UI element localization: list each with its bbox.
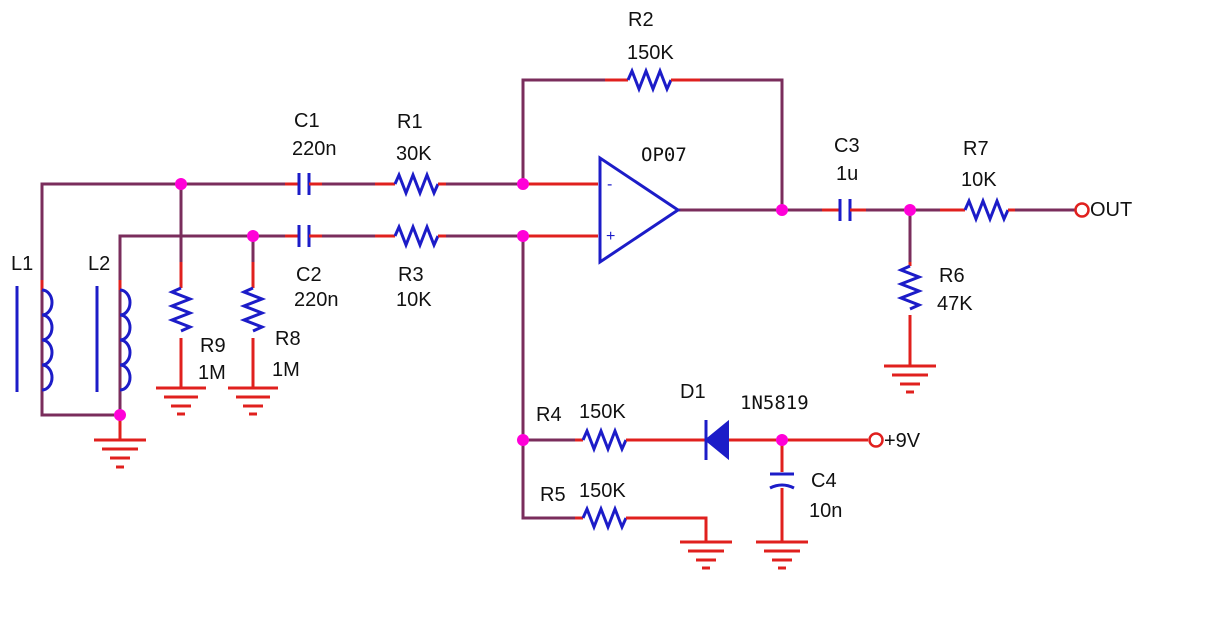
junctions	[114, 178, 916, 446]
supply-label: +9V	[884, 430, 921, 452]
ground-r9	[156, 386, 206, 416]
r9-value: 1M	[198, 362, 226, 384]
r6-ref: R6	[939, 265, 965, 287]
supply-terminal	[868, 432, 884, 448]
r9-ref: R9	[200, 335, 226, 357]
c1-value: 220n	[292, 138, 337, 160]
ground-r6	[884, 364, 936, 394]
r1-ref: R1	[397, 111, 423, 133]
r5-ref: R5	[540, 484, 566, 506]
c4-value: 10n	[809, 500, 842, 522]
c1-ref: C1	[294, 110, 320, 132]
r3-value: 10K	[396, 289, 432, 311]
r8-ref: R8	[275, 328, 301, 350]
junction-dot	[517, 230, 529, 242]
junction-dot	[247, 230, 259, 242]
opamp-plus-label: +	[606, 228, 615, 245]
junction-dot	[776, 434, 788, 446]
capacitor-c1	[285, 173, 322, 195]
junction-dot	[175, 178, 187, 190]
opamp-part-label: OP07	[641, 144, 687, 166]
d1-value: 1N5819	[740, 392, 809, 414]
r2-value: 150K	[627, 42, 674, 64]
diode-d1	[700, 419, 729, 461]
l1-ref: L1	[11, 253, 33, 275]
capacitor-c4	[769, 472, 795, 490]
component-labels: R2 150K C1 220n R1 30K OP07 C3 1u R7 10K…	[11, 9, 997, 522]
junction-dot	[776, 204, 788, 216]
r8-value: 1M	[272, 359, 300, 381]
l2-ref: L2	[88, 253, 110, 275]
d1-ref: D1	[680, 381, 706, 403]
opamp-u1: - +	[598, 155, 681, 265]
opamp-minus-label: -	[607, 176, 612, 193]
r5-value: 150K	[579, 480, 626, 502]
resistor-r3	[375, 222, 446, 250]
resistor-r7	[940, 196, 1015, 224]
junction-dot	[114, 409, 126, 421]
r3-ref: R3	[398, 264, 424, 286]
junction-dot	[904, 204, 916, 216]
c4-ref: C4	[811, 470, 837, 492]
wires	[40, 78, 1077, 542]
r4-ref: R4	[536, 404, 562, 426]
r1-value: 30K	[396, 143, 432, 165]
resistor-r2	[605, 66, 700, 94]
inductor-l2	[95, 280, 132, 392]
capacitor-c3	[822, 199, 866, 221]
ground-c4	[756, 540, 808, 570]
resistor-r9	[167, 262, 195, 333]
ground-r5	[680, 540, 732, 570]
out-terminal	[1074, 202, 1090, 218]
r2-ref: R2	[628, 9, 654, 31]
resistor-r5	[575, 504, 628, 532]
c3-value: 1u	[836, 163, 858, 185]
ground-l	[94, 438, 146, 469]
r6-value: 47K	[937, 293, 973, 315]
r7-value: 10K	[961, 169, 997, 191]
r4-value: 150K	[579, 401, 626, 423]
inductor-l1	[15, 280, 54, 392]
capacitor-c2	[285, 225, 322, 247]
resistor-r1	[375, 170, 446, 198]
r7-ref: R7	[963, 138, 989, 160]
ground-r8	[228, 386, 278, 416]
junction-dot	[517, 434, 529, 446]
resistor-r6	[896, 262, 924, 311]
junction-dot	[517, 178, 529, 190]
resistor-r8	[239, 262, 267, 333]
resistor-r4	[575, 426, 628, 454]
c3-ref: C3	[834, 135, 860, 157]
out-label: OUT	[1090, 199, 1132, 221]
c2-value: 220n	[294, 289, 339, 311]
c2-ref: C2	[296, 264, 322, 286]
